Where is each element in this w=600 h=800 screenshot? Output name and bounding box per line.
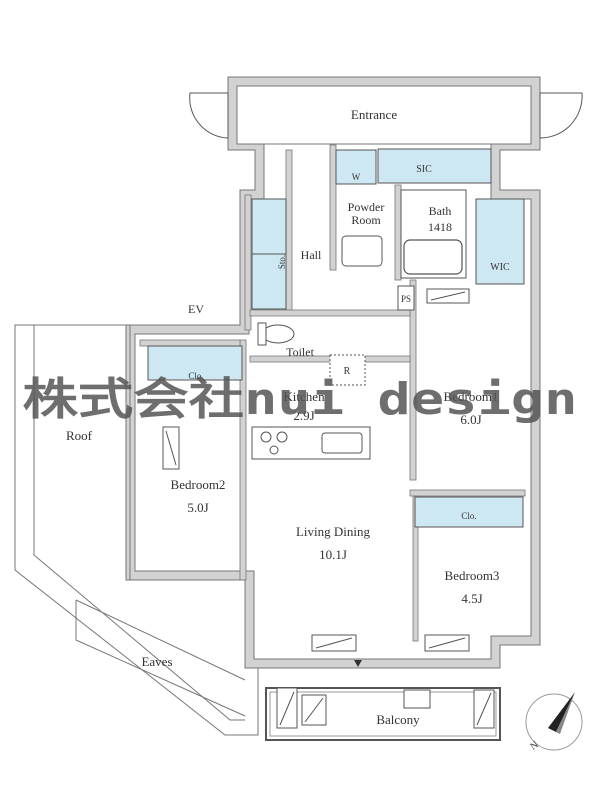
eaves-outline [75, 599, 246, 717]
label-wic: WIC [490, 262, 510, 273]
watermark: 株式会社nui design [23, 374, 578, 425]
stove-burner [260, 431, 272, 443]
label-bedroom2-size: 5.0J [187, 500, 208, 515]
interior-wall [409, 489, 526, 497]
ps-shaft [397, 285, 415, 311]
label-clo-bedroom2: Clo. [188, 371, 203, 381]
label-bedroom1: Bedroom1 [444, 389, 499, 404]
label-entrance: Entrance [351, 107, 397, 122]
sic-storage [377, 148, 492, 184]
label-sic: SIC [416, 164, 432, 175]
washbasin [341, 235, 383, 267]
kitchen-sink [321, 432, 363, 454]
roof-inner [33, 325, 245, 721]
label-bedroom1-size: 6.0J [460, 412, 481, 427]
label-r: R [344, 366, 351, 377]
toilet-bowl [261, 324, 295, 344]
window-line [165, 430, 177, 466]
label-toilet: Toilet [286, 345, 314, 359]
interior-wall [244, 194, 252, 331]
stove-burner [276, 431, 288, 443]
window-line [315, 637, 353, 649]
label-bath-size: 1418 [428, 220, 452, 234]
label-bedroom3: Bedroom3 [445, 568, 500, 583]
label-sto: Sto. [277, 255, 287, 269]
living-arrow [354, 660, 362, 667]
label-powder-room-2: Room [351, 213, 381, 227]
balcony-rail [269, 691, 497, 737]
interior-wall [412, 495, 419, 642]
label-hall: Hall [301, 248, 322, 262]
toilet-tank [257, 322, 267, 346]
stove-burner [269, 445, 279, 455]
wic-storage [475, 198, 525, 285]
window-line [428, 637, 466, 649]
interior-wall [409, 279, 417, 481]
clo-bedroom2 [147, 345, 243, 381]
label-kitchen: Kitchen [283, 389, 325, 404]
interior-wall [285, 149, 293, 311]
label-bath: Bath [429, 204, 452, 218]
interior-wall [329, 144, 337, 271]
compass-needle [548, 692, 575, 732]
label-kitchen-size: 2.9J [293, 408, 314, 423]
label-roof: Roof [66, 428, 93, 443]
balcony-unit-line [476, 692, 492, 726]
balcony-unit-line [304, 697, 324, 723]
label-powder-room-1: Powder [348, 200, 385, 214]
label-ps: PS [401, 294, 411, 304]
interior-wall [249, 309, 411, 317]
label-balcony: Balcony [376, 712, 420, 727]
label-bedroom3-size: 4.5J [461, 591, 482, 606]
w-storage [335, 149, 377, 185]
compass-n-label: N [528, 739, 540, 752]
bathtub [403, 239, 463, 275]
interior-wall [139, 339, 241, 347]
label-living-dining-size: 10.1J [319, 547, 347, 562]
label-clo-bedroom3: Clo. [461, 511, 476, 521]
interior-wall [394, 184, 402, 281]
balcony-unit [403, 689, 431, 709]
entrance-door-right [539, 92, 583, 139]
roof-outline [14, 324, 259, 736]
label-bedroom2: Bedroom2 [171, 477, 226, 492]
entrance-door-left [189, 92, 229, 139]
refrigerator [329, 354, 366, 386]
compass-ring [525, 693, 583, 751]
label-living-dining: Living Dining [296, 524, 371, 539]
entrance-area [236, 85, 532, 145]
window-line [430, 291, 466, 301]
label-eaves: Eaves [141, 654, 172, 669]
clo-bedroom3 [414, 496, 524, 528]
label-w: W [352, 172, 361, 182]
balcony-unit-line [279, 691, 295, 726]
label-ev: EV [188, 302, 204, 316]
compass-needle-tail [556, 692, 575, 734]
